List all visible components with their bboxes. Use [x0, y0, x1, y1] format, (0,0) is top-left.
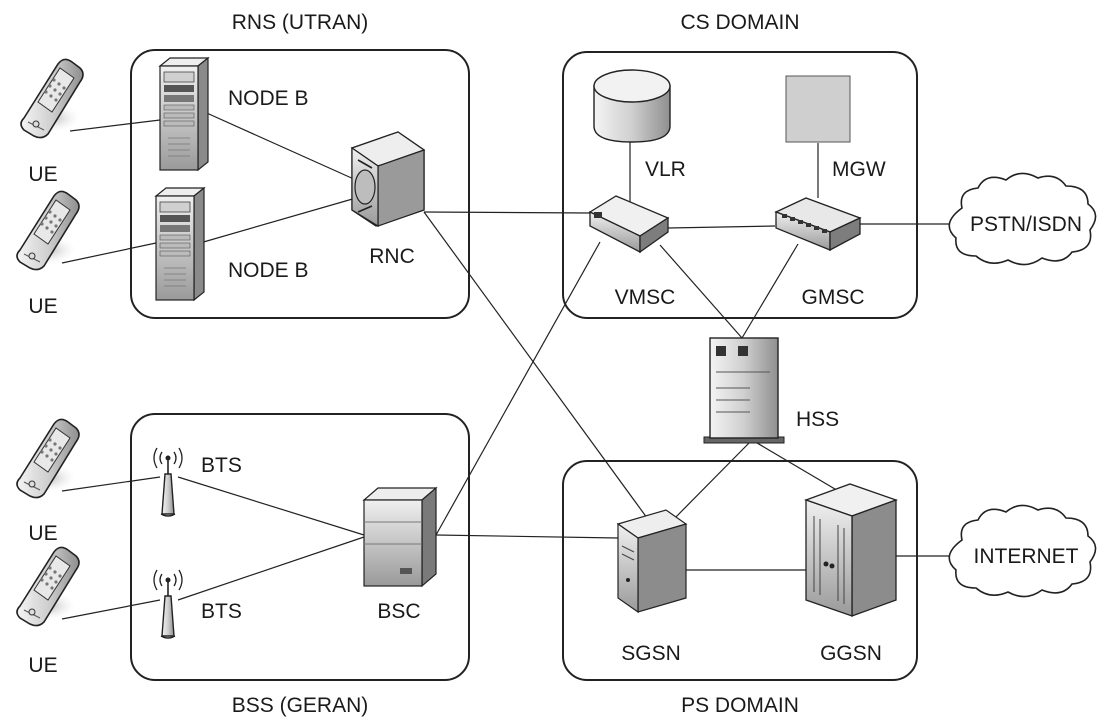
- bsc-label: BSC: [377, 600, 420, 623]
- ggsn-label: GGSN: [820, 642, 882, 665]
- gmsc-switch-icon: [774, 197, 862, 252]
- mgw-label: MGW: [832, 158, 886, 181]
- ue-label: UE: [28, 163, 57, 186]
- rns-group-label: RNS (UTRAN): [232, 11, 369, 34]
- bts-antenna-icon: [153, 569, 183, 639]
- cs-domain-label: CS DOMAIN: [680, 11, 799, 34]
- ue-phone-icon: [16, 418, 80, 499]
- pstn-isdn-label: PSTN/ISDN: [970, 213, 1082, 236]
- ue-phone-icon: [16, 190, 80, 271]
- bss-group-label: BSS (GERAN): [232, 694, 369, 717]
- bts-antenna-icon: [153, 447, 183, 517]
- hss-label: HSS: [796, 408, 839, 431]
- ue-label: UE: [28, 295, 57, 318]
- internet-cloud-icon: [948, 504, 1097, 598]
- connections: [61, 109, 950, 620]
- hss-server-icon: [703, 337, 785, 444]
- cs-domain-box: [562, 51, 918, 319]
- node-b-server-icon: [155, 187, 205, 301]
- sgsn-server-icon: [616, 509, 688, 614]
- vmsc-switch-icon: [588, 195, 670, 254]
- rnc-label: RNC: [369, 245, 415, 268]
- sgsn-label: SGSN: [621, 642, 681, 665]
- ue-phone-icon: [20, 58, 84, 139]
- ue-phone-icon: [16, 546, 80, 627]
- rnc-icon: [350, 131, 426, 228]
- ggsn-server-icon: [804, 483, 898, 617]
- bts-label: BTS: [201, 600, 242, 623]
- rns-group-box: [130, 49, 470, 319]
- gmsc-label: GMSC: [802, 286, 865, 309]
- bss-group-box: [130, 413, 470, 681]
- internet-label: INTERNET: [974, 545, 1079, 568]
- node-b-server-icon: [159, 57, 209, 171]
- ue-label: UE: [28, 654, 57, 677]
- bsc-server-icon: [362, 486, 438, 588]
- node-b-label: NODE B: [228, 259, 309, 282]
- mgw-cabinet-icon: [785, 75, 851, 143]
- pstn-cloud-icon: [948, 172, 1097, 266]
- bts-label: BTS: [201, 454, 242, 477]
- node-b-label: NODE B: [228, 87, 309, 110]
- vlr-database-icon: [593, 69, 671, 143]
- ps-domain-label: PS DOMAIN: [681, 694, 799, 717]
- ue-label: UE: [28, 522, 57, 545]
- vlr-label: VLR: [645, 158, 686, 181]
- ps-domain-box: [562, 460, 918, 681]
- vmsc-label: VMSC: [615, 286, 676, 309]
